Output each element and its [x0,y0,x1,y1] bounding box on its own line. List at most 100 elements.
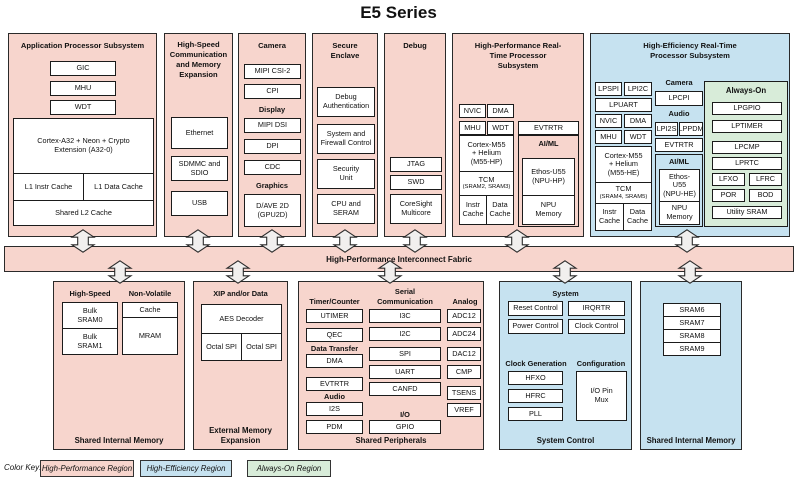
bus-connector-icon [107,260,133,284]
high-efficiency-rt-subsystem: High-Efficiency Real-Time Processor Subs… [590,33,790,237]
box-i2s: I2S [306,402,363,416]
box-ethos-u55-hp: Ethos-U55 (NPU-HP) [522,158,575,196]
box-irqrtr: IRQRTR [568,301,625,316]
box-l1-data-cache: L1 Data Cache [83,173,154,201]
box-ethos-u55-he: Ethos-U55 (NPU-HE) [659,169,700,202]
communication-header: Communication [377,297,433,306]
box-canfd: CANFD [369,382,441,396]
box-wdt: WDT [624,130,652,144]
box-uart: UART [369,365,441,379]
box-tcm-he: TCM (SRAM4, SRAM5) [595,182,652,204]
system-control: System Reset Control IRQRTR Power Contro… [499,281,632,450]
block-footer: Shared Internal Memory [646,435,736,445]
box-dave2d-gpu2d: D/AVE 2D (GPU2D) [244,194,301,227]
shared-internal-memory-right: SRAM6 SRAM7 SRAM8 SRAM9 Shared Internal … [640,281,742,450]
box-lpuart: LPUART [595,98,652,112]
box-usb: USB [171,191,228,216]
box-dma: DMA [624,114,652,128]
box-evtrtr: EVTRTR [655,138,703,152]
aiml-group-he: AI/ML Ethos-U55 (NPU-HE) NPU Memory [655,154,703,227]
box-cpi: CPI [244,84,301,99]
serial-header: Serial [394,287,416,296]
block-title: Application Processor Subsystem [20,41,145,50]
box-debug-authentication: Debug Authentication [317,87,375,117]
tcm-sram-label: (SRAM2, SRAM3) [462,184,511,191]
bus-connector-icon [504,229,530,253]
box-bod: BOD [749,189,782,202]
legend-always-on: Always-On Region [247,460,331,477]
box-npu-memory: NPU Memory [522,195,575,225]
camera-display-graphics-block: Camera MIPI CSI-2 CPI Display MIPI DSI D… [238,33,306,237]
audio-header: Audio [324,392,345,401]
box-mhu: MHU [595,130,622,144]
always-on-header: Always-On [725,86,767,95]
block-title: Debug [403,41,427,50]
fabric-label: High-Performance Interconnect Fabric [326,254,472,264]
graphics-header: Graphics [255,181,289,190]
box-lpcpi: LPCPI [655,91,703,106]
box-instr-cache: Instr Cache [595,203,624,231]
data-transfer-header: Data Transfer [310,344,359,353]
box-dma: DMA [487,104,514,118]
box-mipi-csi2: MIPI CSI-2 [244,64,301,79]
bus-connector-icon [259,229,285,253]
box-power-control: Power Control [508,319,563,334]
timer-counter-header: Timer/Counter [309,297,360,306]
box-sram7: SRAM7 [663,316,721,330]
external-memory-expansion: XIP and/or Data AES Decoder Octal SPI Oc… [193,281,288,450]
non-volatile-header: Non-Volatile [128,289,172,298]
box-lpi2c: LPI2C [624,82,652,96]
box-io-pin-mux: I/O Pin Mux [576,371,627,421]
box-system-firewall-control: System and Firewall Control [317,124,375,154]
box-por: POR [712,189,745,202]
box-evtrtr: EVTRTR [306,377,363,391]
high-speed-header: High-Speed [69,289,111,298]
system-header: System [552,289,579,298]
bus-connector-icon [332,229,358,253]
block-footer: System Control [536,435,595,445]
box-tcm-hp: TCM (SRAM2, SRAM3) [459,171,514,196]
camera-header: Camera [258,41,286,50]
high-speed-comm-memory-expansion: High-Speed Communication and Memory Expa… [164,33,233,237]
camera-header: Camera [665,78,693,87]
box-spi: SPI [369,347,441,361]
box-hfrc: HFRC [508,389,563,403]
box-cortex-m55-he: Cortex-M55 + Helium (M55-HE) [595,146,652,183]
box-utimer: UTIMER [306,309,363,323]
box-lfxo: LFXO [712,173,745,186]
clock-generation-header: Clock Generation [505,359,567,368]
application-processor-subsystem: Application Processor Subsystem GIC MHU … [8,33,157,237]
box-i2c: I2C [369,327,441,341]
box-mram: MRAM [122,317,178,355]
io-header: I/O [400,410,410,419]
box-wdt: WDT [50,100,116,115]
box-aes-decoder: AES Decoder [201,304,282,334]
box-utility-sram: Utility SRAM [712,206,782,219]
box-l1-instr-cache: L1 Instr Cache [13,173,84,201]
box-i3c: I3C [369,309,441,323]
analog-header: Analog [452,297,478,306]
box-lpcmp: LPCMP [712,141,782,154]
box-reset-control: Reset Control [508,301,563,316]
box-cdc: CDC [244,160,301,175]
bus-connector-icon [402,229,428,253]
box-cpu-seram: CPU and SERAM [317,194,375,224]
box-gic: GIC [50,61,116,76]
audio-header: Audio [668,109,690,118]
box-dpi: DPI [244,139,301,154]
box-lptimer: LPTIMER [712,120,782,133]
box-sdmmc-sdio: SDMMC and SDIO [171,156,228,181]
shared-peripherals: Serial Communication Timer/Counter Analo… [298,281,484,450]
box-sram9: SRAM9 [663,342,721,356]
box-sram8: SRAM8 [663,329,721,343]
box-vref: VREF [447,403,481,417]
box-bulk-sram0: Bulk SRAM0 [62,302,118,329]
box-swd: SWD [390,175,442,190]
secure-enclave-block: Secure Enclave Debug Authentication Syst… [312,33,378,237]
box-lpgpio: LPGPIO [712,102,782,115]
aiml-group-hp: AI/ML Ethos-U55 (NPU-HP) NPU Memory [518,135,579,227]
box-mhu: MHU [50,81,116,96]
box-data-cache: Data Cache [623,203,652,231]
box-dma: DMA [306,354,363,368]
